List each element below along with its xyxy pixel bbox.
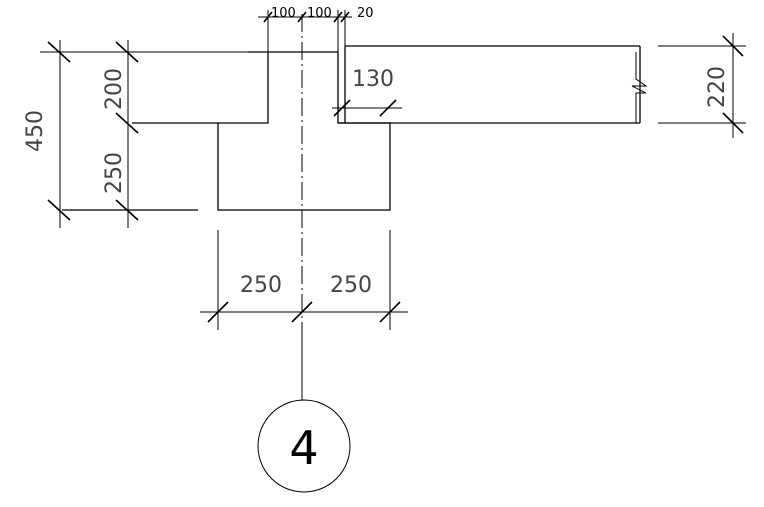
detail-marker-circle xyxy=(257,399,351,493)
right-dimension xyxy=(658,33,746,138)
slab-inner-dimension xyxy=(332,99,402,117)
dim-slab-right: 220 xyxy=(705,66,730,108)
detail-number: 4 xyxy=(289,421,318,475)
dim-bottom-left: 250 xyxy=(240,273,282,298)
dim-left-upper: 200 xyxy=(102,68,127,110)
dim-slab-inner: 130 xyxy=(352,67,394,92)
top-dimension-chain xyxy=(258,10,352,52)
dim-left-overall: 450 xyxy=(23,110,48,152)
dim-top-1: 100 xyxy=(271,6,296,21)
dim-bottom-right: 250 xyxy=(330,273,372,298)
dim-left-lower: 250 xyxy=(102,152,127,194)
dim-top-3: 20 xyxy=(357,6,374,21)
slab-outline xyxy=(338,45,641,124)
dim-top-2: 100 xyxy=(307,6,332,21)
left-dimension-lines xyxy=(40,40,248,228)
beam-outline xyxy=(62,51,391,211)
break-line xyxy=(631,52,648,123)
bottom-dimension-lines xyxy=(200,230,408,330)
